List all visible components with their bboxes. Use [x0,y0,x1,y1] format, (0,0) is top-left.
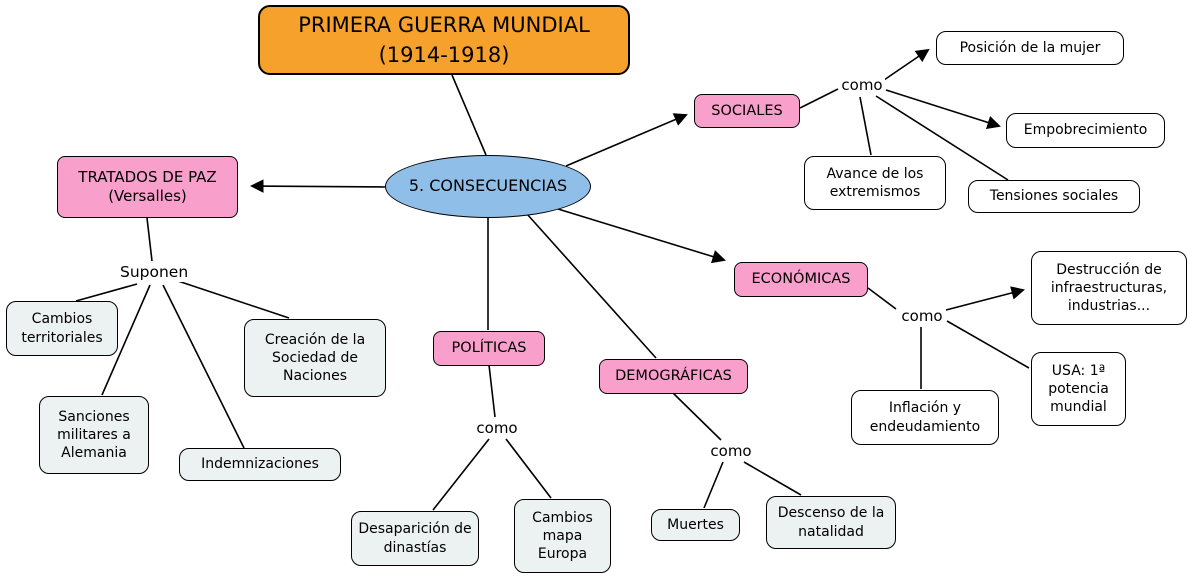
connector-suponen: Suponen [118,263,190,282]
leaf-usa-potencia: USA: 1ª potencia mundial [1031,352,1126,426]
leaf-cambios-territoriales: Cambios territoriales [6,301,118,356]
leaf-creacion-sociedad-label: Creación de la Sociedad de Naciones [264,331,366,385]
tratados-line1: TRATADOS DE PAZ [78,167,217,186]
tratados-line2: (Versalles) [108,187,187,205]
leaf-creacion-sociedad-naciones: Creación de la Sociedad de Naciones [244,319,386,397]
leaf-sanciones-alemania: Sanciones militares a Alemania [39,396,149,474]
leaf-cambios-territoriales-label: Cambios territoriales [21,311,103,346]
category-economicas: ECONÓMICAS [734,262,868,297]
leaf-descenso-natalidad: Descenso de la natalidad [766,496,896,549]
politicas-label: POLÍTICAS [451,340,527,357]
leaf-desaparicion-dinastias: Desaparición de dinastías [351,511,479,566]
demograficas-label: DEMOGRÁFICAS [615,368,732,385]
economicas-label: ECONÓMICAS [751,271,851,288]
leaf-empobrecimiento-label: Empobrecimiento [1023,122,1148,139]
leaf-descenso-natalidad-label: Descenso de la natalidad [777,505,885,540]
connector-como-demograficas: como [708,442,754,460]
leaf-indemnizaciones-label: Indemnizaciones [201,456,319,473]
title-line1: PRIMERA GUERRA MUNDIAL [298,12,590,37]
connector-como-politicas: como [474,419,520,437]
leaf-destruccion-label: Destrucción de infraestructuras, industr… [1050,261,1168,315]
title-box: PRIMERA GUERRA MUNDIAL (1914-1918) [258,5,630,75]
connector-como-sociales: como [839,76,885,94]
leaf-inflacion-label: Inflación y endeudamiento [869,400,981,435]
leaf-cambios-mapa-europa: Cambios mapa Europa [514,499,611,573]
leaf-avance-extremismos: Avance de los extremismos [804,156,946,210]
leaf-cambios-mapa-label: Cambios mapa Europa [532,509,593,563]
connector-como-economicas: como [899,307,945,325]
leaf-empobrecimiento: Empobrecimiento [1006,113,1165,148]
title-line2: (1914-1918) [378,43,510,67]
leaf-muertes-label: Muertes [667,516,724,533]
category-politicas: POLÍTICAS [433,331,545,366]
leaf-sanciones-alemania-label: Sanciones militares a Alemania [57,408,131,462]
category-sociales: SOCIALES [694,94,800,128]
leaf-tensiones-sociales: Tensiones sociales [968,180,1140,213]
leaf-muertes: Muertes [651,509,740,541]
leaf-desaparicion-dinastias-label: Desaparición de dinastías [358,521,472,556]
leaf-posicion-mujer: Posición de la mujer [936,31,1124,65]
leaf-destruccion-infraestructuras: Destrucción de infraestructuras, industr… [1031,251,1187,325]
central-label: 5. CONSECUENCIAS [408,176,568,196]
leaf-tensiones-sociales-label: Tensiones sociales [989,188,1119,205]
leaf-avance-extremismos-label: Avance de los extremismos [826,165,924,200]
sociales-label: SOCIALES [711,102,783,119]
central-node-consecuencias: 5. CONSECUENCIAS [385,155,591,218]
leaf-posicion-mujer-label: Posición de la mujer [959,39,1101,56]
leaf-usa-potencia-label: USA: 1ª potencia mundial [1048,362,1109,416]
leaf-inflacion-endeudamiento: Inflación y endeudamiento [851,390,999,445]
category-tratados-de-paz: TRATADOS DE PAZ (Versalles) [57,156,238,218]
leaf-indemnizaciones: Indemnizaciones [179,448,341,481]
category-demograficas: DEMOGRÁFICAS [599,359,748,394]
